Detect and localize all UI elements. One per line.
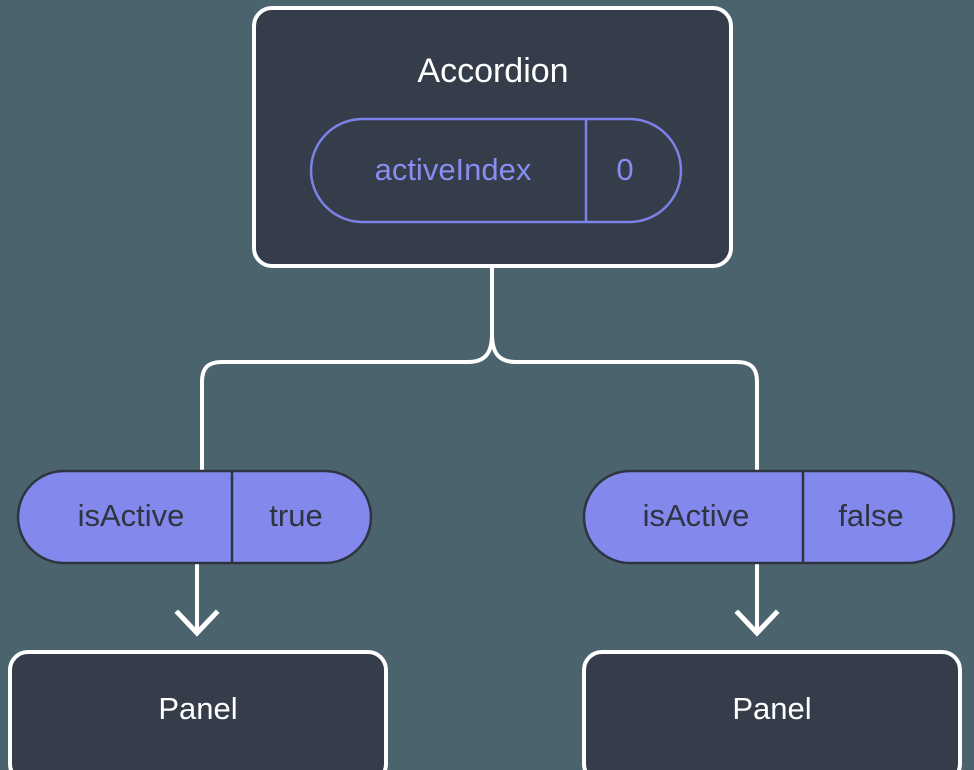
right-pill-value: false bbox=[838, 498, 903, 533]
right-pill-body[interactable] bbox=[582, 469, 956, 565]
state-pill-outline[interactable] bbox=[309, 117, 683, 224]
right-panel-title: Panel bbox=[732, 691, 811, 726]
left-panel-box[interactable] bbox=[8, 650, 388, 770]
node-panel-left[interactable]: Panel bbox=[8, 650, 388, 770]
state-pill-key: activeIndex bbox=[375, 152, 532, 187]
arrowhead-group bbox=[174, 609, 780, 637]
edge-fork-left bbox=[222, 333, 494, 364]
edge-fork-right bbox=[490, 333, 737, 364]
edge-branch-left bbox=[200, 360, 223, 472]
arrow-down-icon-left bbox=[174, 609, 220, 637]
prop-pill-right[interactable]: isActive false bbox=[582, 469, 956, 565]
accordion-box[interactable] bbox=[252, 6, 733, 268]
state-pill-value: 0 bbox=[616, 152, 633, 187]
edge-group bbox=[195, 266, 759, 632]
left-pill-body[interactable] bbox=[16, 469, 373, 565]
left-panel-title: Panel bbox=[158, 691, 237, 726]
arrow-down-icon-right bbox=[734, 609, 780, 637]
right-panel-box[interactable] bbox=[582, 650, 962, 770]
edge-branch-right bbox=[736, 360, 759, 472]
left-pill-key: isActive bbox=[78, 498, 185, 533]
node-panel-right[interactable]: Panel bbox=[582, 650, 962, 770]
accordion-state-pill[interactable]: activeIndex 0 bbox=[309, 117, 683, 224]
right-pill-key: isActive bbox=[643, 498, 750, 533]
accordion-title: Accordion bbox=[417, 52, 568, 90]
node-accordion[interactable]: Accordion activeIndex 0 bbox=[252, 6, 733, 268]
prop-pill-left[interactable]: isActive true bbox=[16, 469, 373, 565]
left-pill-value: true bbox=[269, 498, 322, 533]
